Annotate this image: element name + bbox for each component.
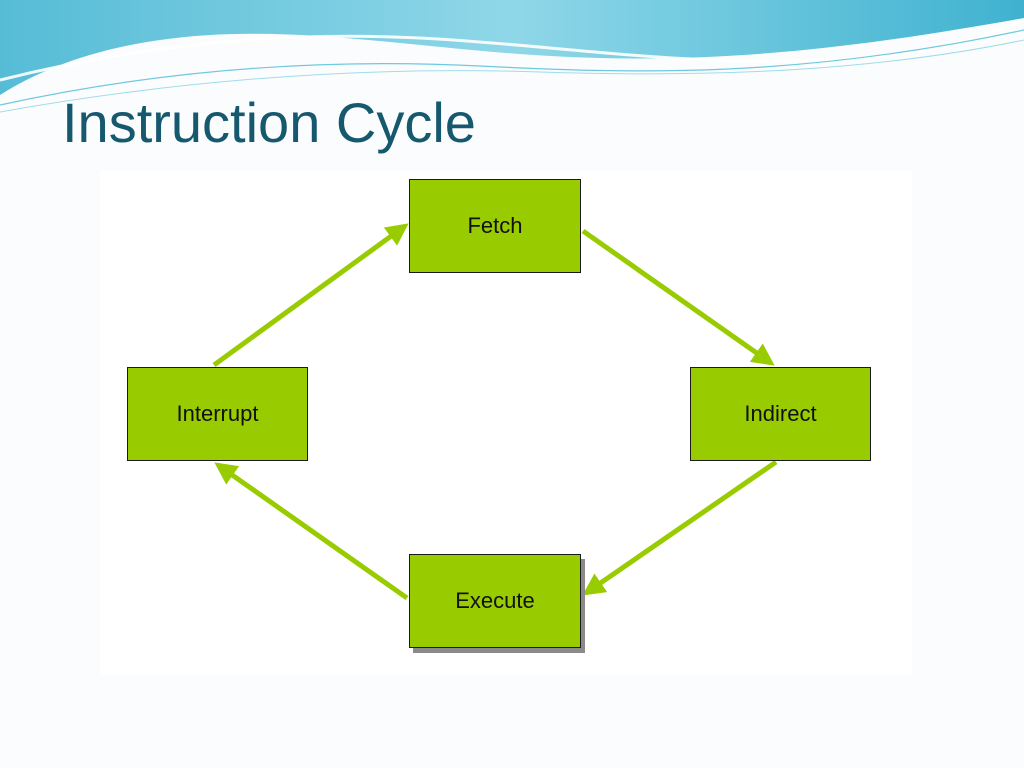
stage-fetch: Fetch: [409, 179, 581, 273]
header-wave-decoration: [0, 0, 1024, 113]
arrow-interrupt-to-fetch: [212, 223, 409, 368]
stage-indirect: Indirect: [690, 367, 871, 461]
arrow-fetch-to-indirect: [581, 228, 775, 366]
stage-execute-label: Execute: [455, 588, 535, 613]
wave-band: [0, 0, 1024, 95]
stage-fetch-label: Fetch: [467, 213, 523, 238]
stage-interrupt-label: Interrupt: [176, 401, 259, 426]
arrow-indirect-to-execute: [582, 459, 778, 596]
wave-line-2: [0, 39, 1024, 113]
stage-indirect-label: Indirect: [744, 401, 817, 426]
wave-highlight: [0, 18, 1024, 82]
stage-execute: Execute: [409, 554, 581, 648]
wave-line-1: [0, 29, 1024, 106]
slide-title: Instruction Cycle: [62, 91, 476, 154]
arrow-execute-to-interrupt: [214, 462, 409, 601]
stage-interrupt: Interrupt: [127, 367, 308, 461]
